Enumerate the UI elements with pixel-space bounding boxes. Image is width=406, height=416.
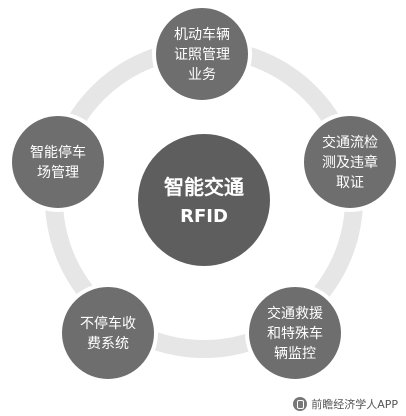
node-label-line: 业务 (188, 67, 216, 83)
source-credit: 前瞻经济学人APP (293, 396, 398, 412)
node-label-line: 不停车收 (80, 315, 136, 332)
node-label-line: 机动车辆 (174, 26, 230, 43)
node-label-line: 取证 (336, 175, 364, 191)
node-label-line: 交通救援 (267, 305, 323, 322)
node-circle (58, 283, 158, 383)
node-label-line: 智能停车 (30, 144, 86, 161)
node-circle (8, 112, 108, 212)
node-label-line: 和特殊车 (267, 325, 323, 342)
node-label-line: 费系统 (87, 336, 129, 352)
qianzhan-logo-icon (293, 397, 308, 411)
node-circle (152, 4, 252, 104)
center-title: 智能交通 (164, 175, 244, 199)
node-parking-management: 智能停车 场管理 (8, 112, 108, 212)
node-rescue-monitoring: 交通救援 和特殊车 辆监控 (245, 283, 345, 383)
center-circle (134, 130, 274, 270)
node-circle (300, 112, 400, 212)
node-circle (245, 283, 345, 383)
node-label-line: 场管理 (37, 165, 79, 181)
source-credit-text: 前瞻经济学人APP (311, 398, 398, 411)
node-non-stop-toll: 不停车收 费系统 (58, 283, 158, 383)
node-label-line: 证照管理 (174, 47, 230, 63)
node-label-line: 测及违章 (322, 154, 378, 171)
center-hub: 智能交通 RFID (134, 130, 274, 270)
node-vehicle-license-management: 机动车辆 证照管理 业务 (152, 4, 252, 104)
node-label-line: 交通流检 (322, 134, 378, 151)
center-subtitle: RFID (180, 206, 228, 227)
node-label-line: 辆监控 (274, 346, 316, 362)
node-traffic-flow-detection: 交通流检 测及违章 取证 (300, 112, 400, 212)
